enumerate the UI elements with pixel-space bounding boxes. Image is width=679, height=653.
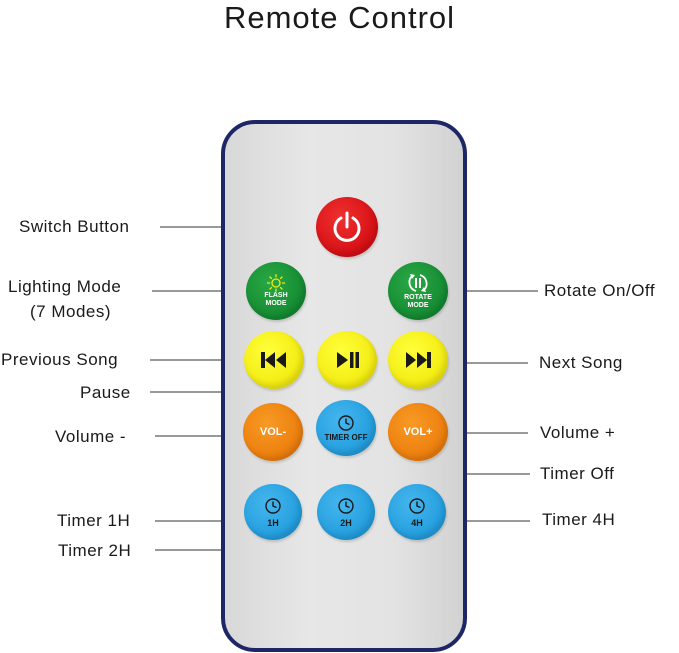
rotate-icon — [408, 274, 428, 292]
label-next-song: Next Song — [539, 353, 623, 372]
next-song-button[interactable] — [388, 331, 448, 389]
clock-icon — [338, 415, 354, 431]
skip-next-icon — [406, 352, 431, 368]
timer-2h-label: 2H — [340, 517, 352, 528]
previous-song-button[interactable] — [244, 331, 304, 389]
clock-icon — [265, 497, 281, 514]
label-timer-1h: Timer 1H — [57, 511, 131, 530]
label-previous-song: Previous Song — [1, 350, 119, 369]
play-pause-button[interactable] — [317, 331, 377, 389]
flash-mode-label-2: MODE — [265, 300, 287, 307]
sun-icon — [266, 274, 286, 292]
timer-off-label: TIMER OFF — [324, 433, 368, 442]
label-timer-4h: Timer 4H — [542, 510, 616, 529]
flash-mode-button[interactable]: FLASH MODE — [246, 262, 306, 320]
label-lighting-mode: Lighting Mode — [8, 277, 122, 296]
clock-icon — [409, 497, 425, 514]
power-button[interactable] — [316, 197, 378, 257]
rotate-mode-button[interactable]: ROTATE MODE — [388, 262, 448, 320]
skip-previous-icon — [261, 352, 286, 368]
timer-1h-label: 1H — [267, 517, 279, 528]
label-timer-off: Timer Off — [540, 464, 615, 483]
label-switch-button: Switch Button — [19, 217, 130, 236]
volume-up-label: VOL+ — [403, 426, 433, 438]
clock-icon — [338, 497, 354, 514]
volume-down-button[interactable]: VOL- — [243, 403, 303, 461]
label-volume-plus: Volume + — [540, 423, 616, 442]
timer-4h-label: 4H — [411, 517, 423, 528]
label-volume-minus: Volume - — [55, 427, 127, 446]
label-timer-2h: Timer 2H — [58, 541, 132, 560]
flash-mode-label-1: FLASH — [264, 292, 288, 299]
timer-2h-button[interactable]: 2H — [317, 484, 375, 540]
label-rotate: Rotate On/Off — [544, 281, 656, 300]
play-pause-icon — [337, 352, 359, 368]
timer-4h-button[interactable]: 4H — [388, 484, 446, 540]
timer-off-button[interactable]: TIMER OFF — [316, 400, 376, 456]
volume-down-label: VOL- — [259, 426, 287, 438]
power-icon — [333, 211, 361, 242]
rotate-mode-label-1: ROTATE — [404, 294, 432, 301]
rotate-mode-label-2: MODE — [407, 302, 429, 309]
label-lighting-modes-count: (7 Modes) — [30, 302, 112, 321]
timer-1h-button[interactable]: 1H — [244, 484, 302, 540]
volume-up-button[interactable]: VOL+ — [388, 403, 448, 461]
label-pause: Pause — [80, 383, 131, 402]
page-title: Remote Control — [223, 0, 456, 35]
